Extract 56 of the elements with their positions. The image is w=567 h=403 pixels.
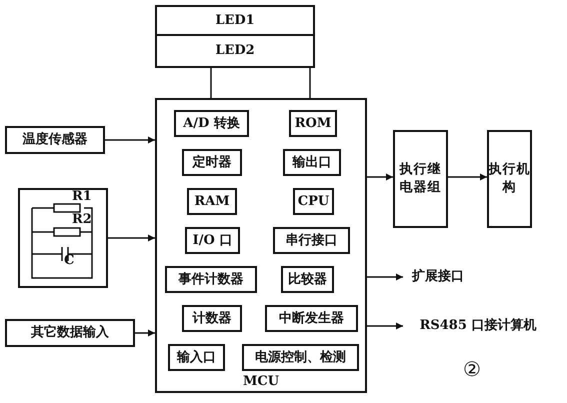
process-box	[393, 130, 448, 228]
node-label: 串行接口	[286, 232, 338, 250]
connector-line	[309, 68, 311, 98]
process-box	[242, 344, 359, 371]
node-label: 比较器	[288, 270, 327, 288]
node-label: 执行继电器组	[400, 161, 442, 197]
arrow	[367, 322, 403, 330]
process-box	[5, 319, 135, 347]
node-label: ROM	[294, 114, 332, 132]
figure-number: ②	[463, 358, 481, 380]
process-box	[283, 149, 341, 176]
process-box	[5, 126, 105, 154]
process-box	[168, 344, 225, 371]
arrow	[108, 234, 155, 242]
node-label: 温度传感器	[22, 131, 88, 149]
process-box	[187, 188, 237, 215]
node-label: I/O 口	[192, 232, 232, 250]
connector-line	[210, 68, 212, 98]
arrow	[367, 174, 393, 180]
arrow	[135, 330, 155, 336]
node-label: 其它数据输入	[31, 324, 109, 342]
arrow	[367, 274, 403, 280]
process-box	[165, 266, 257, 293]
node-label: CPU	[298, 192, 330, 210]
process-box	[155, 34, 315, 68]
text-label: 扩展接口	[412, 268, 464, 286]
node-label: 计数器	[192, 310, 232, 328]
process-box	[185, 227, 240, 254]
group-title: MCU	[242, 374, 280, 389]
node-label: 事件计数器	[178, 270, 244, 288]
process-box	[182, 149, 242, 176]
node-label: 中断发生器	[279, 310, 344, 328]
process-box	[155, 5, 315, 36]
process-box	[182, 305, 242, 332]
node-label: A/D 转换	[183, 114, 240, 132]
component-label: R1	[72, 190, 92, 204]
node-label: LED1	[215, 12, 255, 30]
process-box	[293, 188, 334, 215]
text-label: RS485 口接计算机	[420, 317, 536, 335]
node-label: 定时器	[192, 154, 232, 172]
node-label: RAM	[194, 192, 230, 210]
component-label: R2	[72, 213, 92, 228]
node-label: LED2	[215, 42, 255, 60]
arrow	[105, 136, 155, 144]
process-box	[289, 110, 337, 137]
process-box	[487, 130, 532, 228]
node-label: 执行机构	[488, 161, 530, 197]
node-label: 电源控制、检测	[255, 348, 346, 366]
node-label: 输入口	[177, 348, 216, 366]
process-box	[281, 266, 334, 293]
arrow	[448, 174, 487, 180]
mcu-box	[155, 98, 367, 393]
process-box	[273, 227, 350, 254]
process-box	[174, 110, 249, 137]
process-box	[265, 305, 358, 332]
node-label: 输出口	[292, 154, 332, 172]
